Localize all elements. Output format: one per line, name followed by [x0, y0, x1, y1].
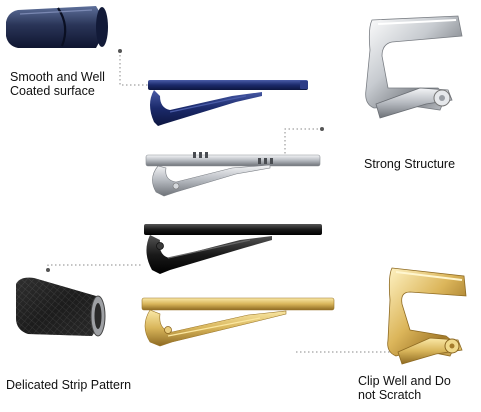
smooth-caption-line-1: Smooth and Well: [10, 70, 105, 84]
clip-caption-line-2: not Scratch: [358, 388, 422, 402]
strong-structure-caption: Strong Structure: [364, 157, 456, 171]
silver-tie-clip: [145, 152, 321, 197]
smooth-coated-caption: Smooth and Well Coated surface: [10, 70, 105, 98]
navy-tube-closeup: [6, 6, 108, 48]
black-tie-clip: [144, 224, 322, 274]
black-textured-tube: [16, 277, 106, 337]
navy-tie-clip: [148, 80, 308, 126]
smooth-caption-line-2: Coated surface: [10, 84, 95, 98]
silver-clip-closeup: [365, 15, 463, 119]
gold-tie-clip: [141, 297, 335, 347]
gold-clip-closeup: [387, 267, 467, 365]
clip-caption-line-1: Clip Well and Do: [358, 374, 451, 388]
clip-well-caption: Clip Well and Do not Scratch: [358, 374, 451, 402]
strip-pattern-caption: Delicated Strip Pattern: [6, 378, 132, 392]
